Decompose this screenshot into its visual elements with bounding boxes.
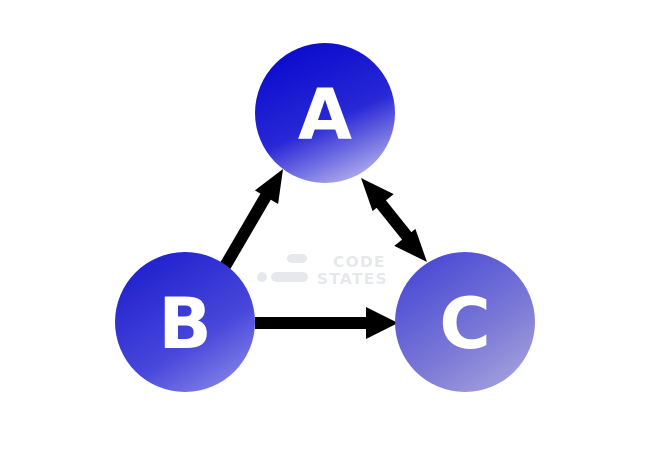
node-a: A bbox=[255, 43, 395, 183]
edge-a-c-line bbox=[373, 196, 415, 244]
watermark-bar-bottom bbox=[271, 272, 308, 282]
watermark: CODE STATES bbox=[257, 253, 388, 288]
edge-a-c-bidirectional bbox=[361, 178, 427, 262]
node-a-label: A bbox=[298, 74, 352, 156]
edge-b-to-c-arrowhead bbox=[366, 307, 398, 339]
edge-b-to-a-line bbox=[218, 192, 272, 272]
node-c-label: C bbox=[439, 283, 490, 365]
watermark-text-states: STATES bbox=[317, 270, 388, 288]
watermark-text-code: CODE bbox=[333, 253, 386, 271]
edge-b-to-c bbox=[255, 307, 398, 339]
node-a-circle bbox=[255, 43, 395, 183]
watermark-bar-top bbox=[287, 254, 307, 263]
node-b-circle bbox=[115, 252, 255, 392]
edges bbox=[218, 169, 427, 339]
node-c: C bbox=[395, 252, 535, 392]
node-b-label: B bbox=[158, 283, 211, 365]
watermark-dot bbox=[257, 272, 267, 282]
edge-a-c-arrowhead-a bbox=[361, 178, 394, 212]
edge-a-c-arrowhead-c bbox=[394, 228, 427, 262]
node-b: B bbox=[115, 252, 255, 392]
edge-b-to-a-arrowhead bbox=[254, 169, 283, 204]
edge-b-to-a bbox=[218, 169, 283, 272]
node-c-circle bbox=[395, 252, 535, 392]
